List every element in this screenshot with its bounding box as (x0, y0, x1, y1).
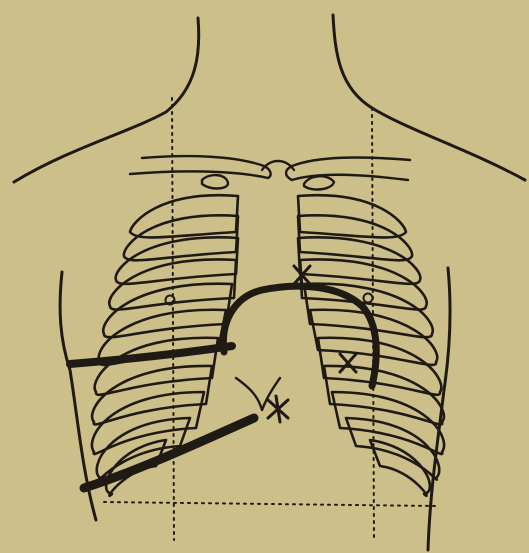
thorax-diagram (0, 0, 529, 553)
anatomical-figure (0, 0, 529, 553)
